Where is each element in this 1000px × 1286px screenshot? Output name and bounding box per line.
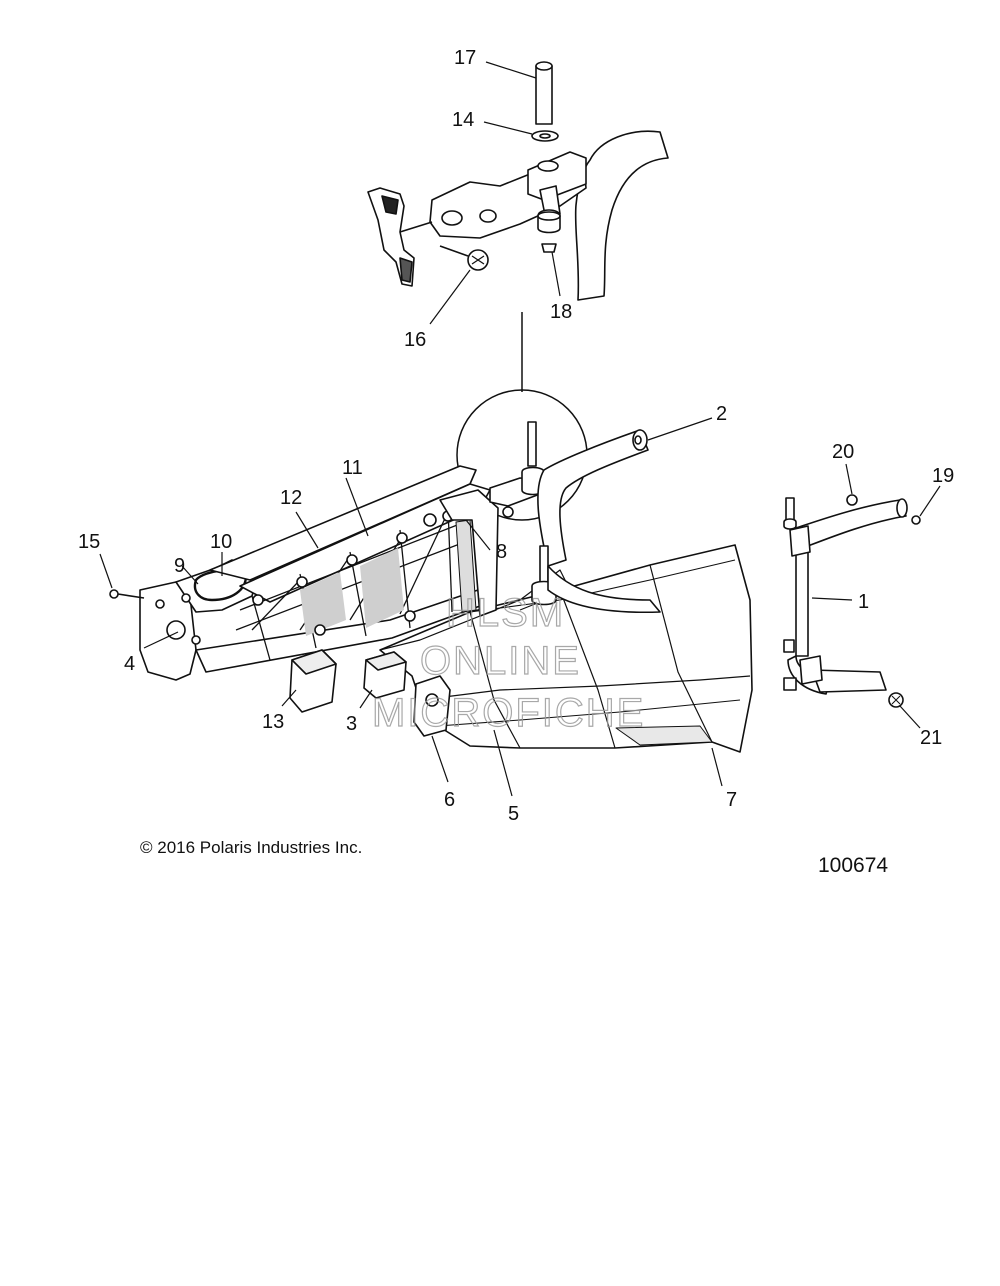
main-frame-assembly xyxy=(109,421,753,753)
detail-bracket-assembly xyxy=(367,61,669,301)
bar-vertical-1 xyxy=(795,539,809,657)
figure-number: 100674 xyxy=(818,854,889,877)
callout-11: 11 xyxy=(342,457,363,479)
callout-3: 3 xyxy=(346,713,357,735)
callout-14: 14 xyxy=(452,109,474,131)
callout-2: 2 xyxy=(716,403,727,425)
callout-15: 15 xyxy=(78,531,100,553)
callout-20: 20 xyxy=(832,441,854,463)
bar-upper-arm xyxy=(795,499,907,547)
callout-9: 9 xyxy=(174,555,185,577)
callout-4: 4 xyxy=(124,653,135,675)
copyright-notice: © 2016 Polaris Industries Inc. xyxy=(140,838,363,857)
callout-21: 21 xyxy=(920,727,942,749)
upper-rail-12 xyxy=(209,465,477,581)
callout-6: 6 xyxy=(444,789,455,811)
callout-12: 12 xyxy=(280,487,302,509)
leader-lines xyxy=(99,61,941,797)
callout-13: 13 xyxy=(262,711,284,733)
callout-19: 19 xyxy=(932,465,954,487)
watermark-line-3: MICROFICHE xyxy=(372,691,645,735)
callout-5: 5 xyxy=(508,803,519,825)
bar-foot-plate xyxy=(811,669,887,693)
callout-17: 17 xyxy=(454,47,476,69)
side-bar-assembly xyxy=(783,494,921,708)
callout-8: 8 xyxy=(496,541,507,563)
callout-labels: 1 2 3 4 5 6 7 8 9 10 11 12 13 14 15 16 1… xyxy=(78,47,954,825)
rear-pillar-8 xyxy=(439,489,499,617)
bolt-15 xyxy=(109,589,145,599)
watermark-line-2: ONLINE xyxy=(420,639,581,683)
callout-10: 10 xyxy=(210,531,232,553)
callout-16: 16 xyxy=(404,329,426,351)
watermark-line-1: HLSM xyxy=(446,591,565,635)
watermark: HLSM ONLINE MICROFICHE xyxy=(371,590,645,735)
pin-17 xyxy=(535,61,553,125)
washer-14 xyxy=(531,130,559,142)
bolt-16 xyxy=(439,245,489,271)
callout-7: 7 xyxy=(726,789,737,811)
callout-18: 18 xyxy=(550,301,572,323)
pillar-tube xyxy=(574,130,669,301)
tube-2 xyxy=(537,429,649,567)
callout-1: 1 xyxy=(858,591,869,613)
